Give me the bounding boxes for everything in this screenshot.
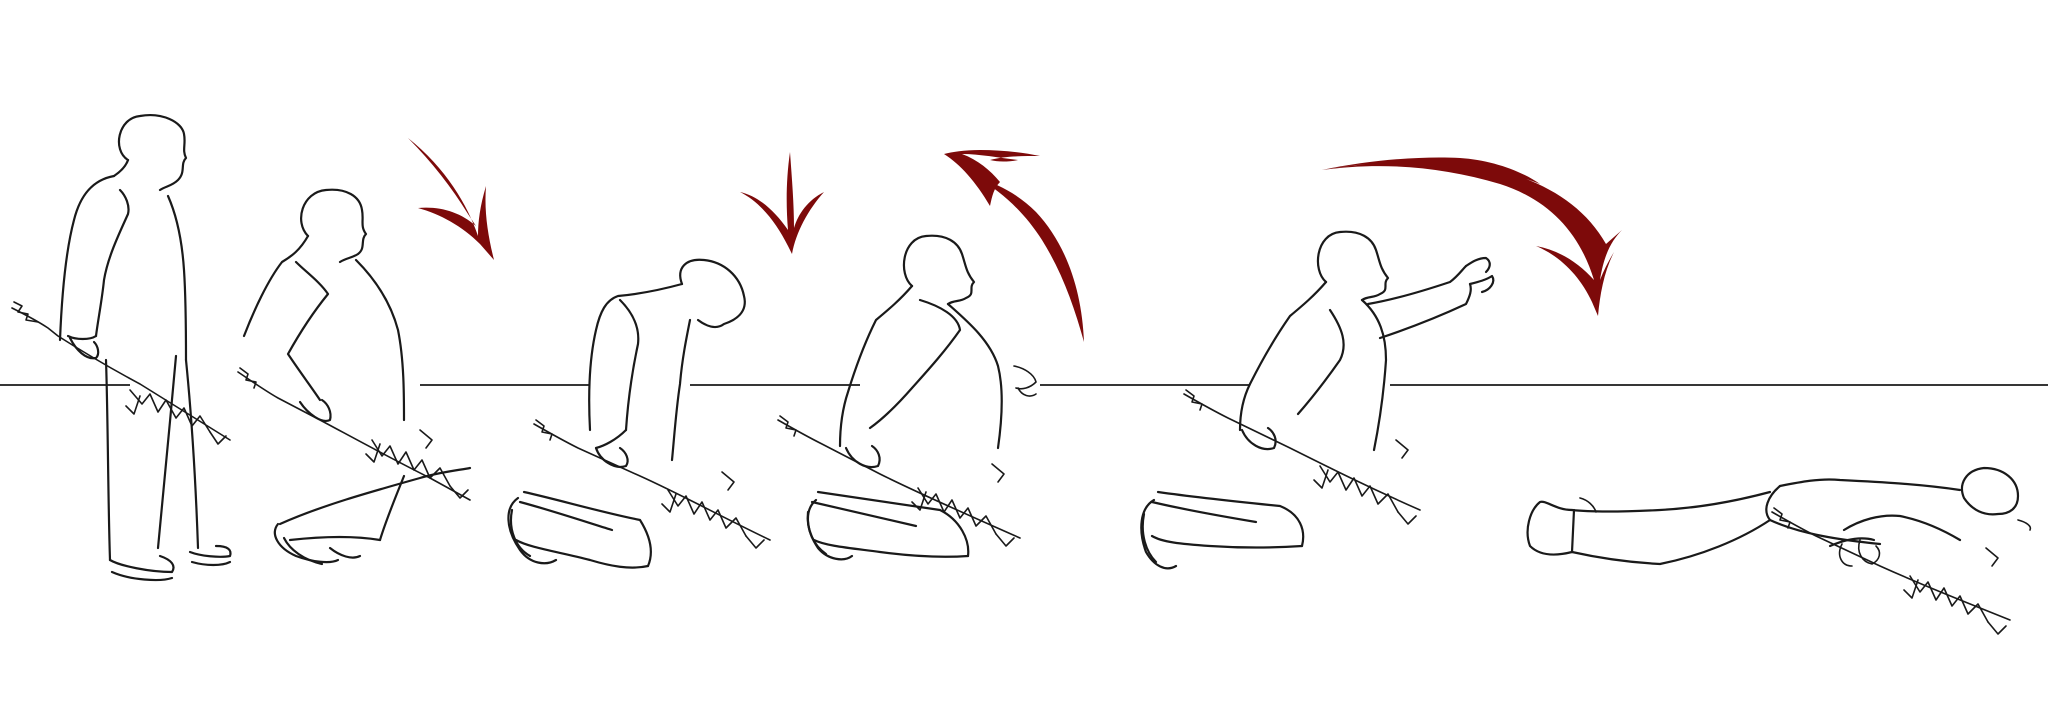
figure-kneeling-lean-back: [1141, 232, 1493, 569]
arrow-down-right-icon: [408, 138, 494, 260]
figure-standing: [12, 115, 230, 580]
figure-lying-face-down: [1528, 468, 2031, 634]
arrow-back-curve-icon: [944, 150, 1084, 342]
figure-crouching: [238, 190, 470, 564]
arrow-down-icon: [740, 152, 824, 254]
figure-kneeling-upright: [778, 236, 1036, 560]
figure-kneeling-forward: [508, 260, 770, 568]
